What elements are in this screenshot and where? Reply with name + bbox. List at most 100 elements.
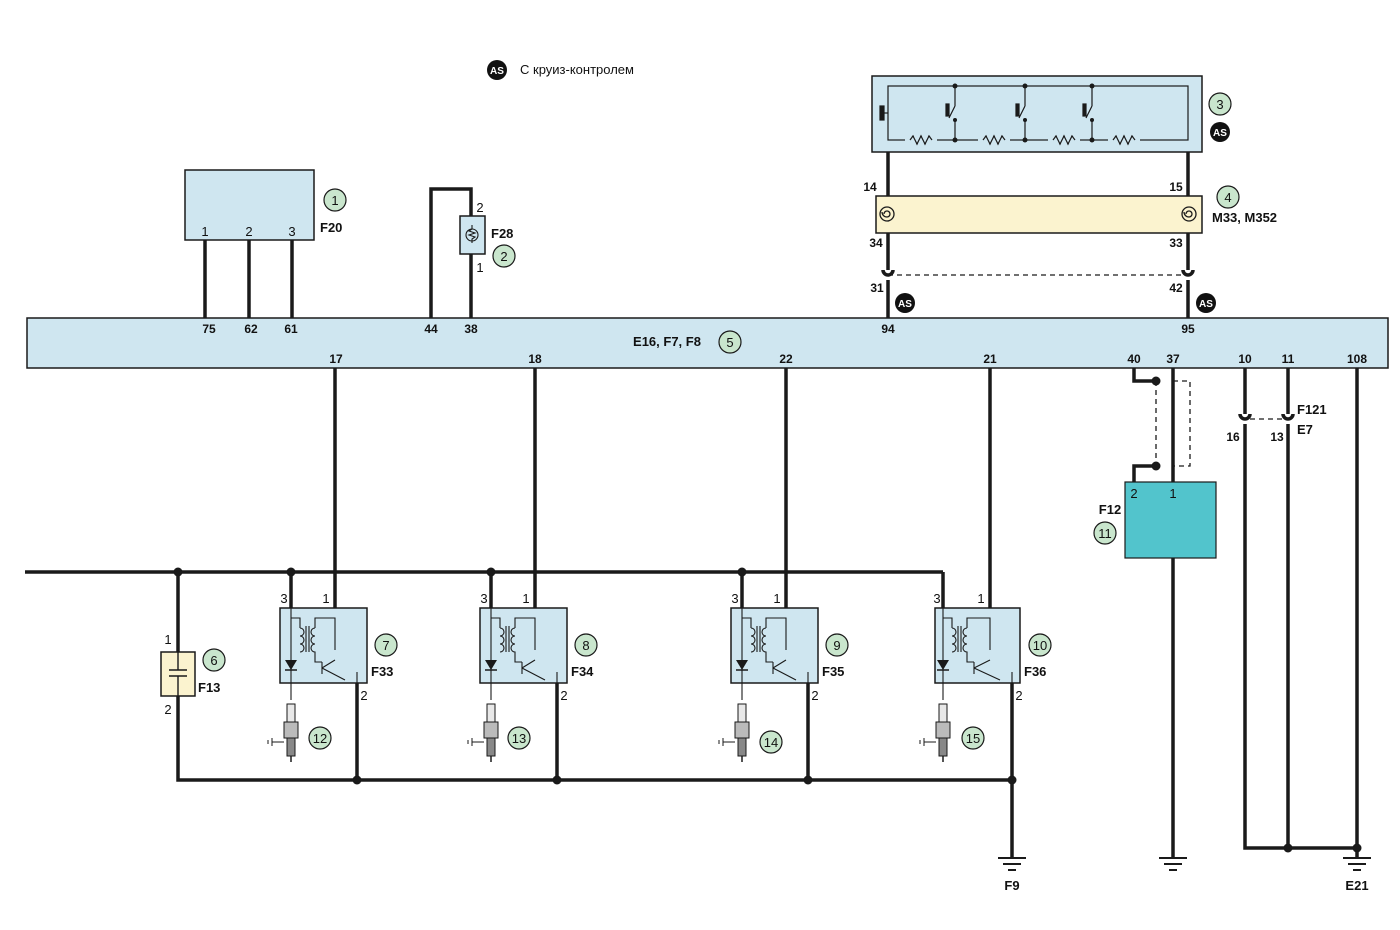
- component-10-ignition-coil: 3 1 2 F36 10: [933, 591, 1052, 703]
- component-3-badge: AS: [1213, 128, 1227, 139]
- ground-e21: E21: [1343, 368, 1371, 893]
- ecu-pin-75: 75: [202, 322, 216, 336]
- ecu-pin-62: 62: [244, 322, 258, 336]
- component-11-number: 11: [1098, 526, 1112, 541]
- ecu-pin-95: 95: [1181, 322, 1195, 336]
- component-1-number: 1: [331, 193, 338, 208]
- component-8-pin-1: 1: [522, 591, 529, 606]
- component-7-number: 7: [382, 638, 389, 653]
- legend-as-badge-icon: [487, 60, 507, 80]
- component-4-pin-33: 33: [1169, 236, 1183, 250]
- component-10-pin-3: 3: [933, 591, 940, 606]
- component-2-pin-1: 1: [476, 260, 483, 275]
- ecu-pin-94: 94: [881, 322, 895, 336]
- component-3-number: 3: [1216, 97, 1223, 112]
- component-6-capacitor: 1 2 F13 6: [160, 632, 226, 717]
- component-9-pin-1: 1: [773, 591, 780, 606]
- connector-f121-e7: 16 13 F121 E7: [1226, 368, 1357, 853]
- component-7-code: F33: [371, 664, 393, 679]
- component-5-number: 5: [726, 335, 733, 350]
- ecu-pin-11: 11: [1282, 352, 1295, 366]
- connector-right-badge: AS: [1199, 299, 1213, 310]
- legend-badge: AS: [490, 66, 504, 77]
- connector-pin-42: 42: [1169, 281, 1183, 295]
- supply-bus: [25, 567, 1017, 858]
- component-10-pin-2: 2: [1015, 688, 1022, 703]
- component-1-pin-1: 1: [201, 224, 208, 239]
- component-5-code: E16, F7, F8: [633, 334, 701, 349]
- ecu-pin-17: 17: [329, 352, 343, 366]
- spark-plug-icon: [718, 703, 750, 762]
- ecu-pin-44: 44: [424, 322, 438, 336]
- component-2-pin-2: 2: [476, 200, 483, 215]
- component-9-code: F35: [822, 664, 844, 679]
- component-9-pin-2: 2: [811, 688, 818, 703]
- ecu-pin-61: 61: [284, 322, 298, 336]
- connector-left-as-icon: [895, 293, 915, 313]
- component-3-switch-block: 3 AS: [871, 75, 1232, 153]
- spark-plug-icon: [467, 703, 499, 762]
- component-9-ignition-coil: 3 1 2 F35 9: [730, 591, 849, 703]
- component-2: 2 1 F28 2: [429, 187, 516, 318]
- component-8-pin-3: 3: [480, 591, 487, 606]
- spark-plug-13: 13: [467, 703, 531, 762]
- component-10-number: 10: [1033, 638, 1047, 653]
- spark-plug-15: 15: [919, 703, 985, 762]
- component-10-code: F36: [1024, 664, 1046, 679]
- ground-e21-label: E21: [1345, 878, 1368, 893]
- component-7-ignition-coil: 3 1 2 F33 7: [279, 591, 398, 703]
- ecu-pin-108: 108: [1347, 352, 1367, 366]
- component-8-ignition-coil: 3 1 2 F34 8: [479, 591, 598, 703]
- ecu-pin-18: 18: [528, 352, 542, 366]
- component-14-number: 14: [764, 735, 778, 750]
- component-6-code: F13: [198, 680, 220, 695]
- component-4-clock-spring: 14 15 34 33 4 M33, M352: [863, 180, 1277, 250]
- component-10-pin-1: 1: [977, 591, 984, 606]
- connector-e7-code: E7: [1297, 422, 1313, 437]
- component-2-number: 2: [500, 249, 507, 264]
- ecu-pin-40: 40: [1127, 352, 1141, 366]
- connector-pin-16: 16: [1226, 430, 1240, 444]
- component-2-code: F28: [491, 226, 513, 241]
- component-8-number: 8: [582, 638, 589, 653]
- ground-icon: [998, 857, 1026, 871]
- component-1-code: F20: [320, 220, 342, 235]
- ground-f9: F9: [998, 857, 1026, 893]
- spark-plug-12: 12: [267, 703, 332, 762]
- connector-pin-13: 13: [1270, 430, 1284, 444]
- component-1-pin-2: 2: [245, 224, 252, 239]
- ecu-pin-38: 38: [464, 322, 478, 336]
- component-11: 2 1 F12 11: [1093, 368, 1217, 871]
- legend: AS С круиз-контролем: [487, 60, 634, 80]
- component-15-number: 15: [966, 731, 980, 746]
- component-9-number: 9: [833, 638, 840, 653]
- component-5-ecu: 75 62 61 44 38 94 95 17 18 22 21 40 37 1…: [26, 317, 1389, 369]
- component-12-number: 12: [313, 731, 327, 746]
- ecu-pin-10: 10: [1238, 352, 1252, 366]
- component-4-code: M33, M352: [1212, 210, 1277, 225]
- spark-plug-icon: [267, 703, 299, 762]
- spark-plug-icon: [919, 703, 951, 762]
- component-11-pin-2: 2: [1130, 486, 1137, 501]
- ground-icon: [1159, 857, 1187, 871]
- component-6-pin-2: 2: [164, 702, 171, 717]
- ecu-pin-37: 37: [1166, 352, 1180, 366]
- ground-icon: [1343, 857, 1371, 871]
- legend-text: С круиз-контролем: [520, 62, 634, 77]
- ground-f9-label: F9: [1004, 878, 1019, 893]
- connector-pin-31: 31: [870, 281, 884, 295]
- component-4-pin-15: 15: [1169, 180, 1183, 194]
- component-7-pin-3: 3: [280, 591, 287, 606]
- component-4-pin-14: 14: [863, 180, 877, 194]
- spark-plug-14: 14: [718, 703, 783, 762]
- coil-drive-wires: [333, 368, 992, 608]
- ecu-pin-21: 21: [983, 352, 997, 366]
- component-13-number: 13: [512, 731, 526, 746]
- component-11-pin-1: 1: [1169, 486, 1176, 501]
- component-8-pin-2: 2: [560, 688, 567, 703]
- component-8-code: F34: [571, 664, 594, 679]
- ecu-pin-22: 22: [779, 352, 793, 366]
- component-7-pin-2: 2: [360, 688, 367, 703]
- steering-wires: 31 42 AS AS: [870, 152, 1216, 318]
- component-6-pin-1: 1: [164, 632, 171, 647]
